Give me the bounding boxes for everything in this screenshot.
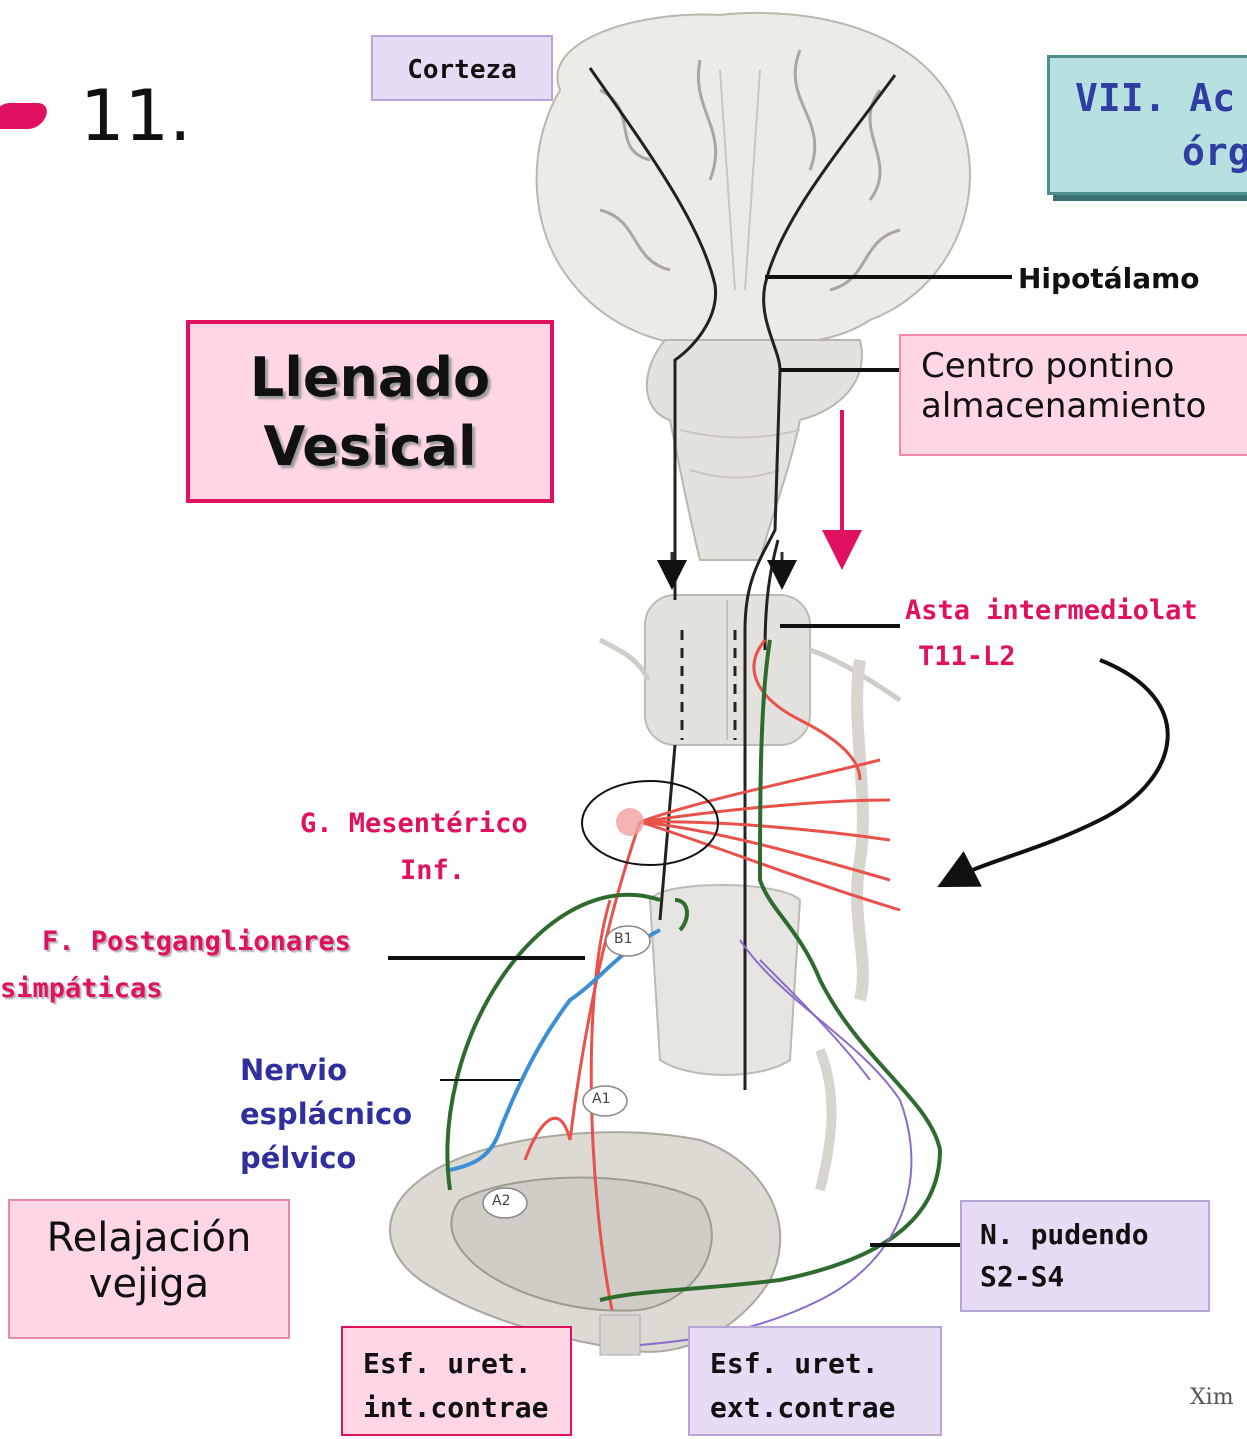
label-corteza-text: Corteza [407,55,517,85]
main-title-line1: Llenado [190,346,550,409]
label-mesenterico-line1: G. Mesentérico [300,808,528,839]
label-nervio-line3: pélvico [240,1136,412,1180]
label-mesenterico-line2: Inf. [400,855,465,886]
label-relajacion-line1: Relajación [10,1215,288,1261]
label-nervio: Nervio esplácnico pélvico [240,1048,412,1180]
label-centro-line1: Centro pontino [921,346,1247,386]
receptor-a2: A2 [492,1193,510,1209]
label-postgang-line2: simpáticas [0,973,163,1004]
ganglion-cluster [616,808,644,836]
label-esf-ext-line1: Esf. uret. [710,1342,940,1386]
slide-number: 11. [80,75,191,157]
section-title-line1: VII. Ac [1075,76,1235,120]
label-nervio-line2: esplácnico [240,1092,412,1136]
brainstem-illustration [647,340,862,560]
main-title-box: Llenado Vesical [186,320,554,503]
label-asta-line2: T11-L2 [918,641,1016,672]
label-corteza: Corteza [371,35,553,101]
label-postgang-line1: F. Postganglionares [42,926,351,957]
label-pudendo-line1: N. pudendo [980,1214,1208,1256]
label-esf-int: Esf. uret. int.contrae [341,1326,572,1436]
label-pudendo: N. pudendo S2-S4 [960,1200,1210,1312]
label-esf-int-line1: Esf. uret. [363,1342,570,1386]
section-title-line2: órg [1182,130,1247,174]
footer-author: Xim [1190,1385,1234,1410]
main-title-line2: Vesical [190,415,550,478]
label-hipotalamo: Hipotálamo [1018,262,1200,295]
label-esf-ext-line2: ext.contrae [710,1386,940,1430]
label-esf-ext: Esf. uret. ext.contrae [688,1326,942,1436]
brain-illustration [537,13,970,345]
sympathetic-chain [820,660,863,1190]
label-relajacion: Relajación vejiga [8,1199,290,1339]
curved-arrow [955,660,1168,878]
label-centro-pontino: Centro pontino almacenamiento [899,334,1247,456]
label-nervio-line1: Nervio [240,1048,412,1092]
label-esf-int-line2: int.contrae [363,1386,570,1430]
receptor-a1: A1 [592,1091,610,1107]
label-relajacion-line2: vejiga [10,1261,288,1307]
label-pudendo-line2: S2-S4 [980,1256,1208,1298]
section-title-box: VII. Ac órg [1047,55,1247,195]
label-centro-line2: almacenamiento [921,386,1247,426]
receptor-b1: B1 [614,931,633,947]
label-asta-line1: Asta intermediolat [905,595,1198,626]
